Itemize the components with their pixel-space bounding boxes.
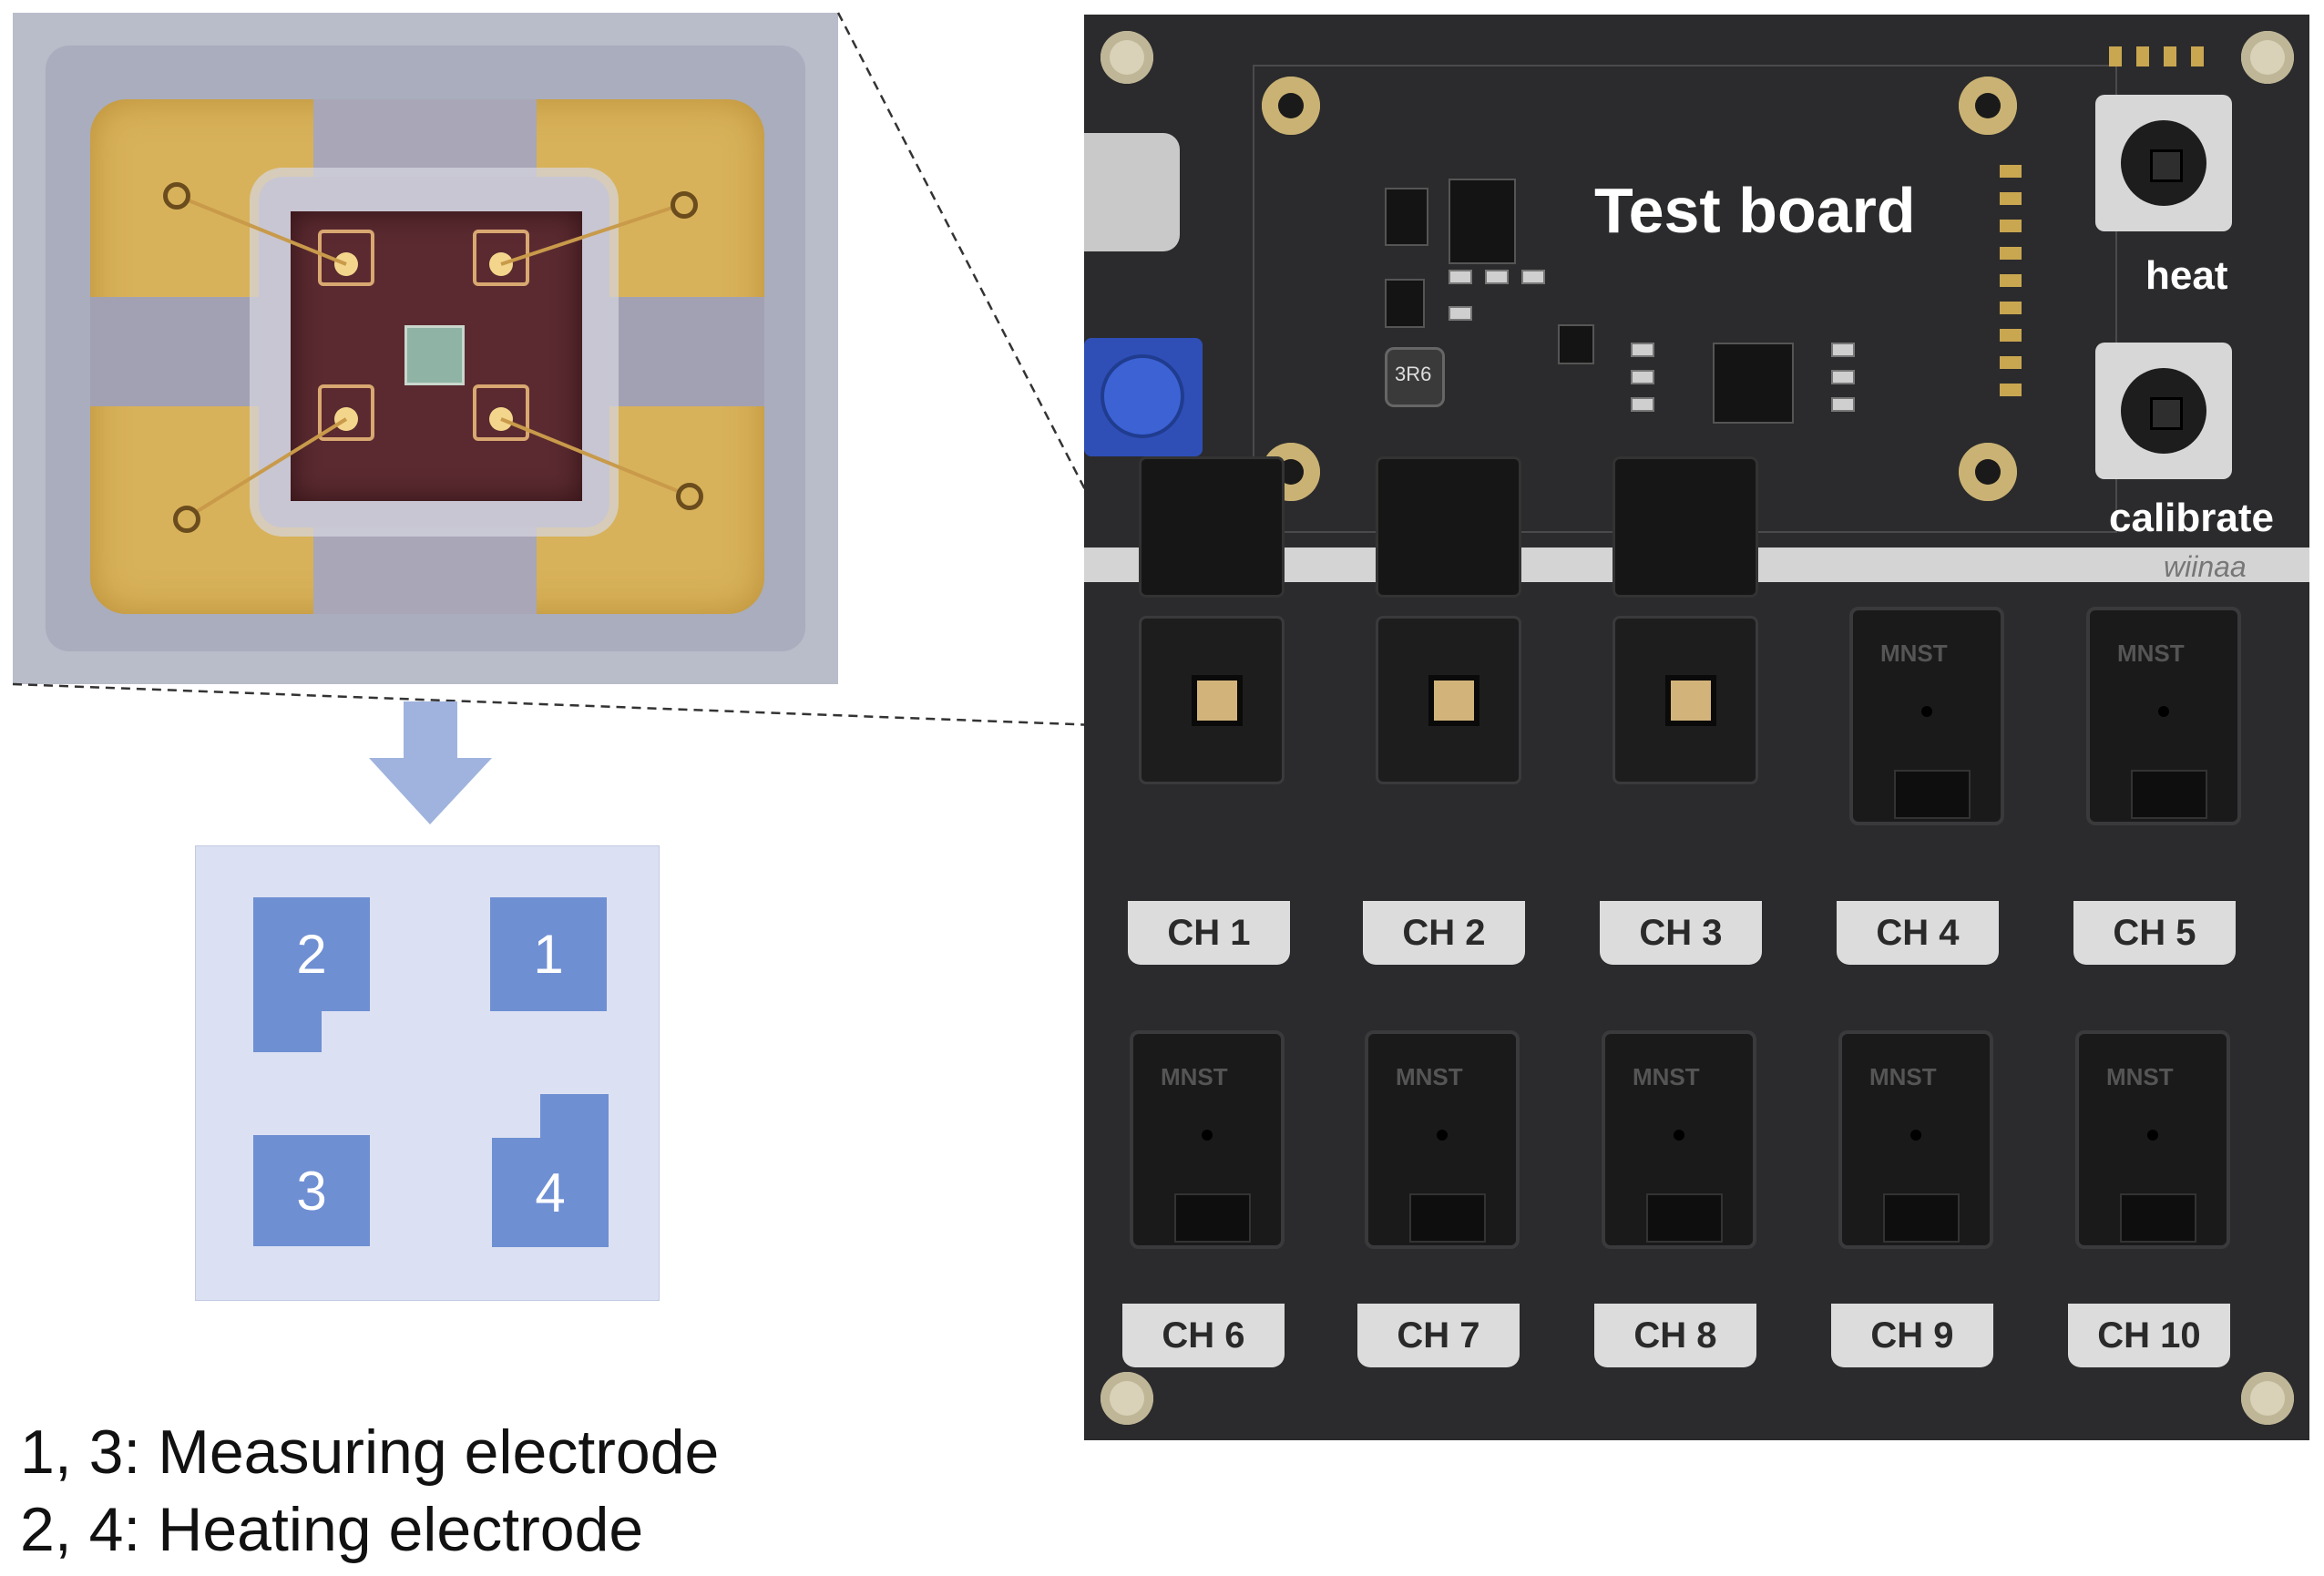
electrode-schematic: 2 1 3 4	[195, 845, 660, 1301]
socket-marking: MNST	[2106, 1063, 2174, 1090]
package-bond-pad	[163, 182, 190, 210]
socket-marking: MNST	[1633, 1063, 1700, 1090]
channel-label-ch9: CH 9	[1831, 1304, 1993, 1367]
mounting-hole	[1262, 77, 1320, 135]
socket-marking: MNST	[1396, 1063, 1463, 1090]
socket-ch8[interactable]: MNST	[1602, 1030, 1756, 1249]
socket-ch3-open[interactable]	[1612, 456, 1758, 784]
sensor-chip	[1192, 675, 1243, 726]
standoff	[2241, 1372, 2294, 1425]
electrode-4-label: 4	[535, 1162, 566, 1223]
electrode-4-shape	[492, 1094, 609, 1247]
sensor-micrograph	[13, 13, 838, 684]
socket-marking: MNST	[1161, 1063, 1228, 1090]
die-pad-2	[318, 230, 374, 286]
mounting-hole	[1959, 77, 2017, 135]
regulator-chip	[1449, 179, 1516, 264]
channel-label-ch4: CH 4	[1837, 901, 1999, 965]
brand-marking: wiinaa	[2164, 550, 2247, 583]
socket-ch10[interactable]: MNST	[2075, 1030, 2230, 1249]
standoff	[2241, 31, 2294, 84]
socket-marking: MNST	[1869, 1063, 1937, 1090]
mounting-hole	[1959, 443, 2017, 501]
electrode-3: 3	[253, 1135, 370, 1246]
down-arrow-icon	[369, 701, 492, 824]
socket-marking: MNST	[2117, 640, 2185, 667]
heat-button-label: heat	[2145, 253, 2228, 298]
sensor-chip	[1428, 675, 1479, 726]
channel-label-ch7: CH 7	[1357, 1304, 1520, 1367]
package-bond-pad	[173, 506, 200, 533]
bond-wire	[184, 417, 348, 520]
test-board: 3R6 Test board heat calibrate wiinaa MNS…	[1084, 15, 2309, 1440]
electrode-2-label: 2	[296, 924, 327, 985]
legend-heating: 2, 4: Heating electrode	[20, 1495, 644, 1564]
sensing-membrane	[404, 325, 465, 385]
ic-chip	[1558, 324, 1594, 364]
socket-ch5[interactable]: MNST	[2086, 607, 2241, 825]
calibrate-button-label: calibrate	[2109, 496, 2274, 540]
heat-button[interactable]	[2095, 95, 2232, 231]
bond-wire	[500, 417, 690, 497]
channel-label-ch8: CH 8	[1594, 1304, 1756, 1367]
electrode-2-shape	[253, 897, 370, 1052]
package-bond-pad	[676, 483, 703, 510]
inductor: 3R6	[1385, 347, 1445, 407]
channel-label-ch6: CH 6	[1122, 1304, 1285, 1367]
channel-label-ch10: CH 10	[2068, 1304, 2230, 1367]
calibrate-button[interactable]	[2095, 343, 2232, 479]
socket-ch6[interactable]: MNST	[1130, 1030, 1285, 1249]
sensor-chip	[1665, 675, 1716, 726]
die-pad-1	[473, 230, 529, 286]
potentiometer[interactable]	[1084, 338, 1203, 456]
electrode-1: 1	[490, 897, 607, 1011]
socket-marking: MNST	[1880, 640, 1948, 667]
ic-chip	[1385, 279, 1425, 328]
header-pins	[2109, 46, 2209, 67]
usb-c-connector	[1084, 133, 1180, 251]
microcontroller	[1713, 343, 1794, 424]
standoff	[1101, 1372, 1153, 1425]
socket-ch1-open[interactable]	[1139, 456, 1285, 784]
package-bond-pad	[671, 191, 698, 219]
channel-label-ch3: CH 3	[1600, 901, 1762, 965]
board-title: Test board	[1594, 175, 1916, 246]
die-pad-3	[318, 384, 374, 441]
socket-ch9[interactable]: MNST	[1838, 1030, 1993, 1249]
socket-ch2-open[interactable]	[1376, 456, 1521, 784]
ic-chip	[1385, 188, 1428, 246]
socket-ch4[interactable]: MNST	[1849, 607, 2004, 825]
channel-label-ch1: CH 1	[1128, 901, 1290, 965]
bond-wire	[500, 202, 684, 266]
bond-wires	[174, 193, 690, 520]
bond-wire	[174, 193, 347, 266]
channel-label-ch2: CH 2	[1363, 901, 1525, 965]
header-pins	[2000, 165, 2022, 411]
legend-measuring: 1, 3: Measuring electrode	[20, 1417, 720, 1487]
standoff	[1101, 31, 1153, 84]
channel-label-ch5: CH 5	[2073, 901, 2236, 965]
zoom-line-lower	[12, 682, 1194, 731]
die-pad-4	[473, 384, 529, 441]
inductor-marking: 3R6	[1395, 363, 1432, 385]
socket-ch7[interactable]: MNST	[1365, 1030, 1520, 1249]
